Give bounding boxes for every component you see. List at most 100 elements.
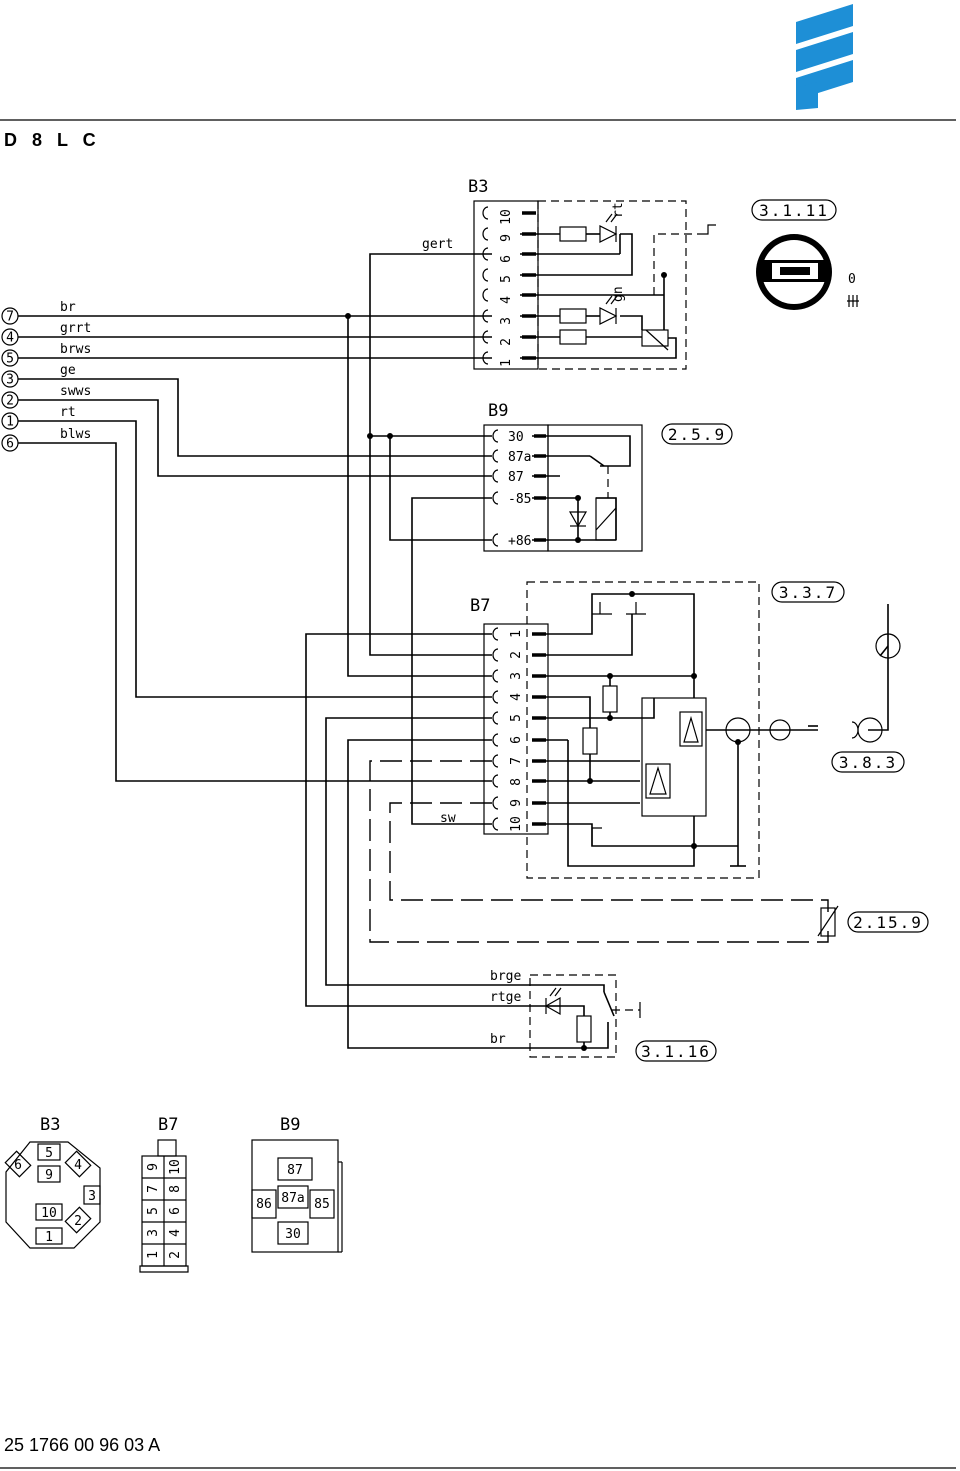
fan-motor-icon [725,717,791,745]
svg-text:5: 5 [499,275,514,283]
svg-text:2: 2 [509,651,524,659]
component-b9: B9 30 87a 87 -85 +86 [483,401,733,552]
svg-text:3.1.16: 3.1.16 [641,1042,711,1061]
wire-number: 5 [6,352,14,367]
svg-text:4: 4 [74,1158,82,1173]
transistor-icon [591,602,646,846]
ref-3-1-11: 3.1.11 [751,199,837,221]
svg-text:3: 3 [88,1189,96,1204]
svg-text:6: 6 [509,736,524,744]
svg-text:9: 9 [509,799,524,807]
wire-terminal-5: 5 brws [1,342,91,367]
component-b3-label: B3 [468,177,488,197]
wire-terminal-2: 2 swws [1,384,91,409]
svg-text:87: 87 [508,470,524,485]
svg-text:87: 87 [287,1163,303,1178]
svg-text:1: 1 [499,359,514,367]
diode-icon [568,511,588,528]
component-b7-label: B7 [470,596,490,616]
svg-text:10: 10 [499,209,514,225]
svg-text:7: 7 [146,1185,161,1193]
svg-text:6: 6 [168,1207,183,1215]
wire-label-brge: brge [490,969,521,984]
ref-3-1-16: 3.1.16 [635,1040,717,1062]
svg-text:5: 5 [146,1207,161,1215]
svg-text:30: 30 [508,430,524,445]
wire-color-code: br [60,300,76,315]
svg-text:9: 9 [146,1163,161,1171]
component-b9-label: B9 [488,401,508,421]
timer-label-0: 0 [848,272,856,287]
svg-text:2.15.9: 2.15.9 [853,913,923,932]
wire-color-code: rt [60,405,76,420]
wire-color-code: ge [60,363,76,378]
svg-text:87a: 87a [508,450,531,465]
control-module-icon [641,697,707,817]
svg-text:30: 30 [285,1227,301,1242]
svg-text:B9: B9 [280,1115,300,1135]
svg-text:87a: 87a [281,1191,304,1206]
eberspaecher-logo [796,4,853,110]
heat-symbol-icon [847,295,859,307]
component-b3-pins: 10 9 6 5 4 3 2 1 [499,209,514,367]
svg-text:5: 5 [45,1146,53,1161]
wire-number: 1 [6,415,14,430]
wire-terminal-7: 7 br [1,300,76,325]
wire-label-br: br [490,1032,506,1047]
wire-number: 3 [6,373,14,388]
component-b3: B3 10 9 6 5 4 3 2 1 [422,177,716,370]
svg-text:86: 86 [256,1197,272,1212]
svg-text:4: 4 [509,693,524,701]
svg-text:1: 1 [509,630,524,638]
wire-terminal-list: 7 br 4 grrt 5 brws 3 ge 2 swws 1 rt [1,300,91,452]
relay-coil-icon [595,497,617,541]
svg-text:1: 1 [146,1251,161,1259]
wiring-traces [18,233,889,1049]
wire-color-code: grrt [60,321,91,336]
wire-terminal-3: 3 ge [1,363,76,388]
wire-number: 4 [6,331,14,346]
document-number: 25 1766 00 96 03 A [4,1435,161,1455]
svg-text:-85: -85 [508,492,531,507]
wire-label-gert: gert [422,237,453,252]
svg-text:3.3.7: 3.3.7 [779,583,837,602]
svg-text:2: 2 [168,1251,183,1259]
svg-text:3.8.3: 3.8.3 [839,753,897,772]
svg-text:3.1.11: 3.1.11 [759,201,829,220]
timer-dial: 3.1.11 0 [751,199,859,310]
wire-number: 2 [6,394,14,409]
wire-color-code: swws [60,384,91,399]
svg-text:gn: gn [611,286,626,302]
led-red-icon: rt [599,202,626,243]
led-green-icon: gn [599,286,626,325]
component-b7-pins: 1 2 3 4 5 6 7 8 9 10 [509,630,524,832]
connector-view-b3: B3 5 6 4 9 3 10 2 1 [4,1115,101,1249]
svg-text:B7: B7 [158,1115,178,1135]
ref-3-8-3: 3.8.3 [831,751,905,773]
svg-text:B3: B3 [40,1115,60,1135]
svg-text:1: 1 [45,1230,53,1245]
svg-text:4: 4 [499,296,514,304]
svg-text:8: 8 [168,1185,183,1193]
svg-text:2: 2 [74,1214,82,1229]
svg-text:10: 10 [41,1206,57,1221]
wire-color-code: blws [60,427,91,442]
svg-text:rt: rt [611,202,626,218]
svg-text:3: 3 [509,672,524,680]
potentiometer-icon [641,329,669,351]
svg-text:3: 3 [499,317,514,325]
svg-text:7: 7 [509,757,524,765]
fuel-pump-icon: 3.8.3 [831,633,905,773]
ref-2-5-9: 2.5.9 [661,423,733,445]
connector-view-b7: B7 9 10 7 8 5 6 3 4 1 2 [139,1115,189,1273]
svg-text:6: 6 [499,255,514,263]
ref-2-15-9: 2.15.9 [847,911,929,933]
wire-color-code: brws [60,342,91,357]
component-b9-pins: 30 87a 87 -85 +86 [508,430,531,549]
svg-text:9: 9 [45,1168,53,1183]
svg-text:85: 85 [314,1197,330,1212]
svg-text:3: 3 [146,1229,161,1237]
temperature-sensor-icon: 2.15.9 [817,905,929,937]
svg-text:10: 10 [168,1159,183,1175]
